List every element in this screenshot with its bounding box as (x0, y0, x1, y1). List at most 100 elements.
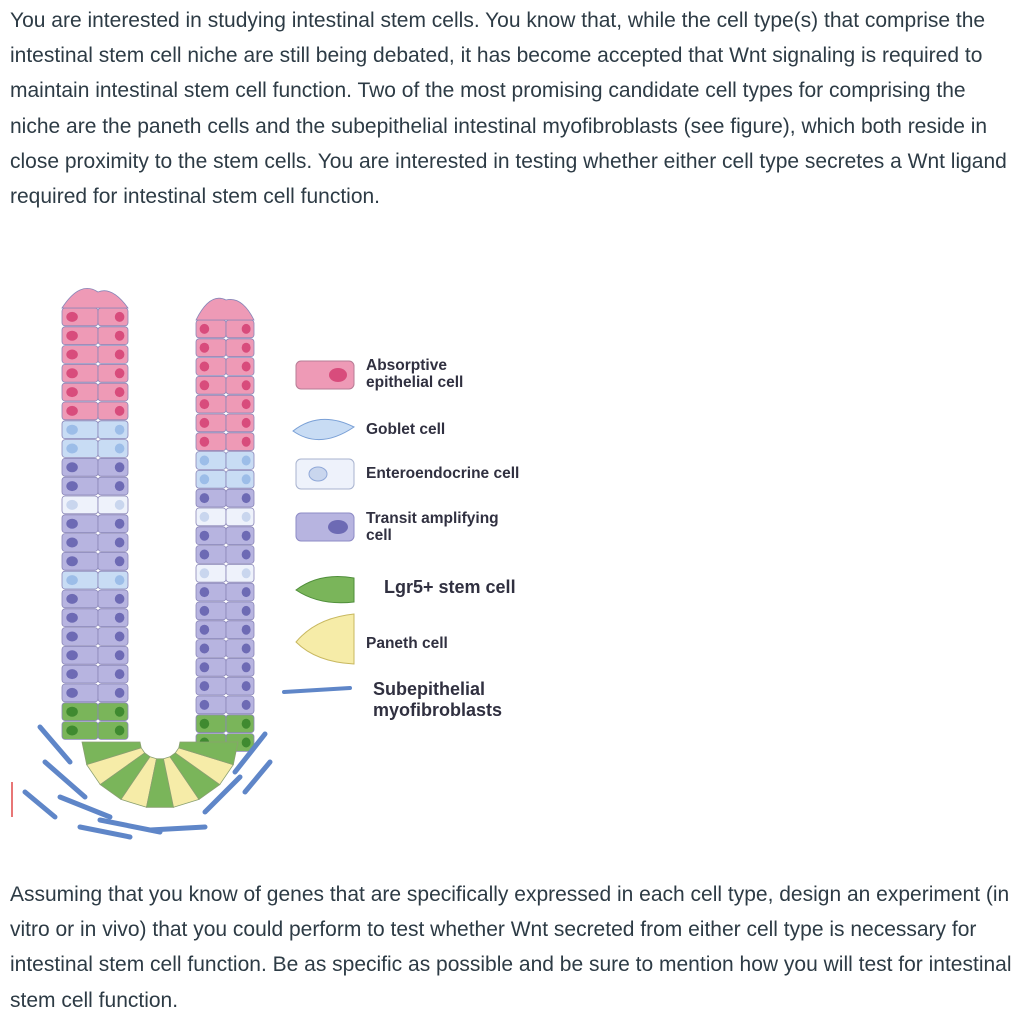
cell-nucleus (199, 530, 210, 541)
cell-nucleus (66, 706, 78, 717)
cell-nucleus (114, 330, 125, 341)
cell-nucleus (199, 718, 210, 729)
question-paragraph: Assuming that you know of genes that are… (10, 883, 1012, 1012)
cell-nucleus (199, 605, 210, 616)
cell-nucleus (241, 436, 251, 447)
cell-nucleus (114, 387, 125, 398)
cell-nucleus (199, 361, 210, 372)
cell-nucleus (114, 405, 125, 416)
myofibroblast (202, 774, 243, 815)
cell-nucleus (199, 549, 210, 560)
cell-nucleus (66, 405, 78, 416)
myofibroblast (22, 789, 58, 820)
cell-nucleus (241, 361, 251, 372)
cell-nucleus (241, 511, 251, 522)
cell-nucleus (114, 669, 125, 680)
cell-nucleus (114, 462, 125, 473)
cell-nucleus (199, 662, 210, 673)
intro-paragraph: You are interested in studying intestina… (10, 9, 1007, 209)
cell-nucleus (199, 624, 210, 635)
cell-nucleus (66, 462, 78, 473)
enteroendocrine-nucleus-icon (308, 466, 328, 482)
cell-nucleus (241, 417, 251, 428)
cell-nucleus (114, 481, 125, 492)
cell-nucleus (241, 380, 251, 391)
myofibroblast (232, 731, 268, 775)
cell-nucleus (241, 323, 251, 334)
myofibroblast (77, 824, 133, 840)
cell-nucleus (241, 399, 251, 410)
cell-nucleus (66, 349, 78, 360)
cell-nucleus (199, 417, 210, 428)
cell-nucleus (199, 455, 210, 466)
cell-nucleus (114, 556, 125, 567)
paneth-cell-icon (295, 613, 355, 665)
crypt-diagram (11, 288, 273, 840)
cell-nucleus (66, 499, 78, 510)
myofibroblast (37, 724, 73, 765)
cell-nucleus (114, 424, 125, 435)
cell-nucleus (241, 643, 251, 654)
absorptive-nucleus-icon (329, 368, 347, 382)
stem-cell (178, 741, 239, 766)
cell-nucleus (114, 537, 125, 548)
legend-enteroendocrine: Enteroendocrine cell (366, 465, 520, 482)
cell-nucleus (241, 530, 251, 541)
cell-nucleus (114, 706, 125, 717)
cell-nucleus (199, 342, 210, 353)
cell-nucleus (241, 342, 251, 353)
cell-nucleus (199, 399, 210, 410)
cell-nucleus (66, 518, 78, 529)
cell-nucleus (199, 568, 210, 579)
myofibroblast (147, 824, 208, 833)
cell-nucleus (199, 681, 210, 692)
cell-nucleus (66, 330, 78, 341)
cell-nucleus (114, 311, 125, 322)
cell-nucleus (199, 474, 210, 485)
transit-amplifying-nucleus-icon (328, 520, 348, 534)
cell-nucleus (66, 687, 78, 698)
absorptive-icon (295, 360, 355, 390)
villus-tip-left (61, 288, 129, 309)
cell-nucleus (241, 455, 251, 466)
cell-nucleus (66, 424, 78, 435)
cell-nucleus (241, 624, 251, 635)
villus-tip-right (195, 297, 255, 321)
legend-paneth: Paneth cell (366, 635, 448, 652)
cell-nucleus (199, 323, 210, 334)
cell-nucleus (241, 662, 251, 673)
goblet-icon (292, 418, 355, 441)
cell-nucleus (114, 443, 125, 454)
cell-nucleus (241, 681, 251, 692)
cell-nucleus (241, 699, 251, 710)
cell-nucleus (114, 612, 125, 623)
cell-nucleus (241, 474, 251, 485)
cell-nucleus (66, 311, 78, 322)
legend-goblet: Goblet cell (366, 421, 446, 438)
cell-nucleus (241, 549, 251, 560)
cell-nucleus (199, 587, 210, 598)
cell-nucleus (114, 575, 125, 586)
cell-nucleus (66, 537, 78, 548)
cell-nucleus (66, 725, 78, 736)
cell-nucleus (114, 518, 125, 529)
cell-nucleus (66, 575, 78, 586)
cell-nucleus (66, 650, 78, 661)
myofibroblast (42, 759, 88, 800)
cell-nucleus (114, 687, 125, 698)
cell-nucleus (114, 593, 125, 604)
cell-nucleus (114, 725, 125, 736)
cell-nucleus (241, 493, 251, 504)
cell-nucleus (66, 556, 78, 567)
legend-icons (282, 360, 355, 694)
cell-nucleus (114, 349, 125, 360)
cell-nucleus (241, 737, 251, 748)
cell-nucleus (241, 568, 251, 579)
cell-nucleus (114, 631, 125, 642)
cell-nucleus (66, 593, 78, 604)
cell-nucleus (199, 511, 210, 522)
transit-amplifying-icon (295, 512, 355, 542)
myofibroblast (57, 794, 113, 820)
